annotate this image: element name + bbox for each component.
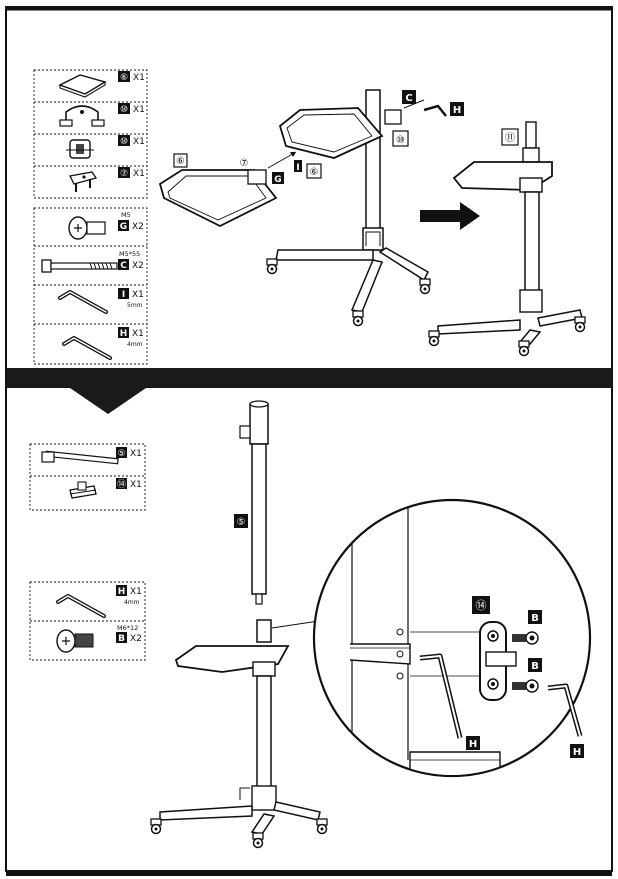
hardware-i-code: I [122, 290, 125, 300]
part-small-bracket-icon [69, 481, 97, 499]
callout-eleven: ⑪ [505, 132, 515, 144]
hardware-c-qty: X2 [132, 261, 144, 271]
bottom-hardware-b-qty: X2 [130, 634, 142, 644]
bottom-part-1-number: ⑤ [117, 449, 125, 459]
detail-screw-lower [512, 679, 539, 693]
step-divider-arrow [6, 368, 612, 414]
top-parts-list: ⑥ X1 ⑩ X1 ⑩ X1 ⑦ X1 [33, 69, 148, 365]
callout-ten: ⑩ [396, 135, 405, 146]
bottom-part-2-number: ⑭ [117, 479, 126, 490]
bottom-part-2-qty: X1 [130, 480, 142, 490]
direction-arrow [420, 202, 480, 230]
part-pole-icon [41, 450, 119, 465]
top-part-4-number: ⑦ [120, 169, 128, 179]
top-callouts: ⑥ ⑦ G I ⑥ C H ⑩ [173, 90, 464, 185]
bottom-hardware-h-qty: X1 [130, 587, 142, 597]
callout-g: G [274, 175, 281, 185]
callout-h-inner: H [469, 739, 477, 750]
hardware-h-qty: X1 [132, 329, 144, 339]
bottom-hex-key-h-icon [56, 594, 106, 618]
callout-h-outer: H [573, 747, 581, 758]
part-sleeve-icon [66, 139, 94, 159]
screw-b-icon [56, 629, 94, 653]
callout-seven: ⑦ [240, 158, 249, 169]
callout-b-lower: B [531, 661, 539, 672]
part-clamp-icon [59, 105, 105, 127]
hardware-c-spec: M5*55 [119, 250, 140, 258]
callout-fourteen: ⑭ [476, 599, 487, 612]
callout-c: C [405, 93, 412, 104]
top-part-1-qty: X1 [133, 73, 145, 83]
bottom-hardware-h-size: 4mm [124, 599, 140, 606]
bottom-hardware-h-code: H [118, 587, 126, 597]
bottom-parts-list: ⑤ X1 ⑭ X1 H X1 4mm M6*12 B X2 [29, 443, 146, 661]
hardware-c-code: C [120, 261, 127, 271]
part-tray-icon [58, 74, 107, 98]
top-part-1-number: ⑥ [120, 73, 128, 83]
callout-b-upper: B [531, 613, 539, 624]
callout-five: ⑤ [237, 517, 246, 528]
bolt-c-icon [41, 259, 118, 273]
top-part-2-number: ⑩ [120, 105, 128, 115]
hex-key-h-icon [62, 336, 112, 360]
detail-screw-upper [512, 631, 539, 645]
top-part-2-qty: X1 [133, 105, 145, 115]
callout-six-a: ⑥ [176, 156, 185, 167]
callout-i: I [296, 163, 299, 173]
screw-g-icon [68, 216, 106, 240]
hardware-h-code: H [120, 329, 128, 339]
bottom-part-1-qty: X1 [130, 449, 142, 459]
hardware-i-size: 5mm [127, 302, 143, 309]
bottom-hardware-b-code: B [118, 634, 125, 644]
top-part-3-qty: X1 [133, 137, 145, 147]
callout-six-b: ⑥ [310, 167, 319, 178]
hardware-g-qty: X2 [132, 222, 144, 232]
page-border [5, 6, 613, 872]
part-bracket-icon [69, 171, 98, 192]
bottom-stand-assembly: ⑤ [150, 400, 353, 849]
assembled-stand: ⑪ [428, 121, 586, 357]
hardware-i-qty: X1 [132, 290, 144, 300]
hardware-h-size: 4mm [127, 341, 143, 348]
hardware-g-spec: M5 [121, 211, 131, 219]
hardware-g-code: G [120, 222, 127, 232]
bottom-hardware-b-spec: M6*12 [117, 624, 138, 632]
top-exploded-stand [158, 89, 431, 327]
hex-key-i-icon [58, 290, 108, 314]
top-part-3-number: ⑩ [120, 137, 128, 147]
callout-h: H [453, 105, 461, 116]
detail-magnifier: ⑭ B B H H [312, 498, 592, 778]
top-part-4-qty: X1 [133, 169, 145, 179]
